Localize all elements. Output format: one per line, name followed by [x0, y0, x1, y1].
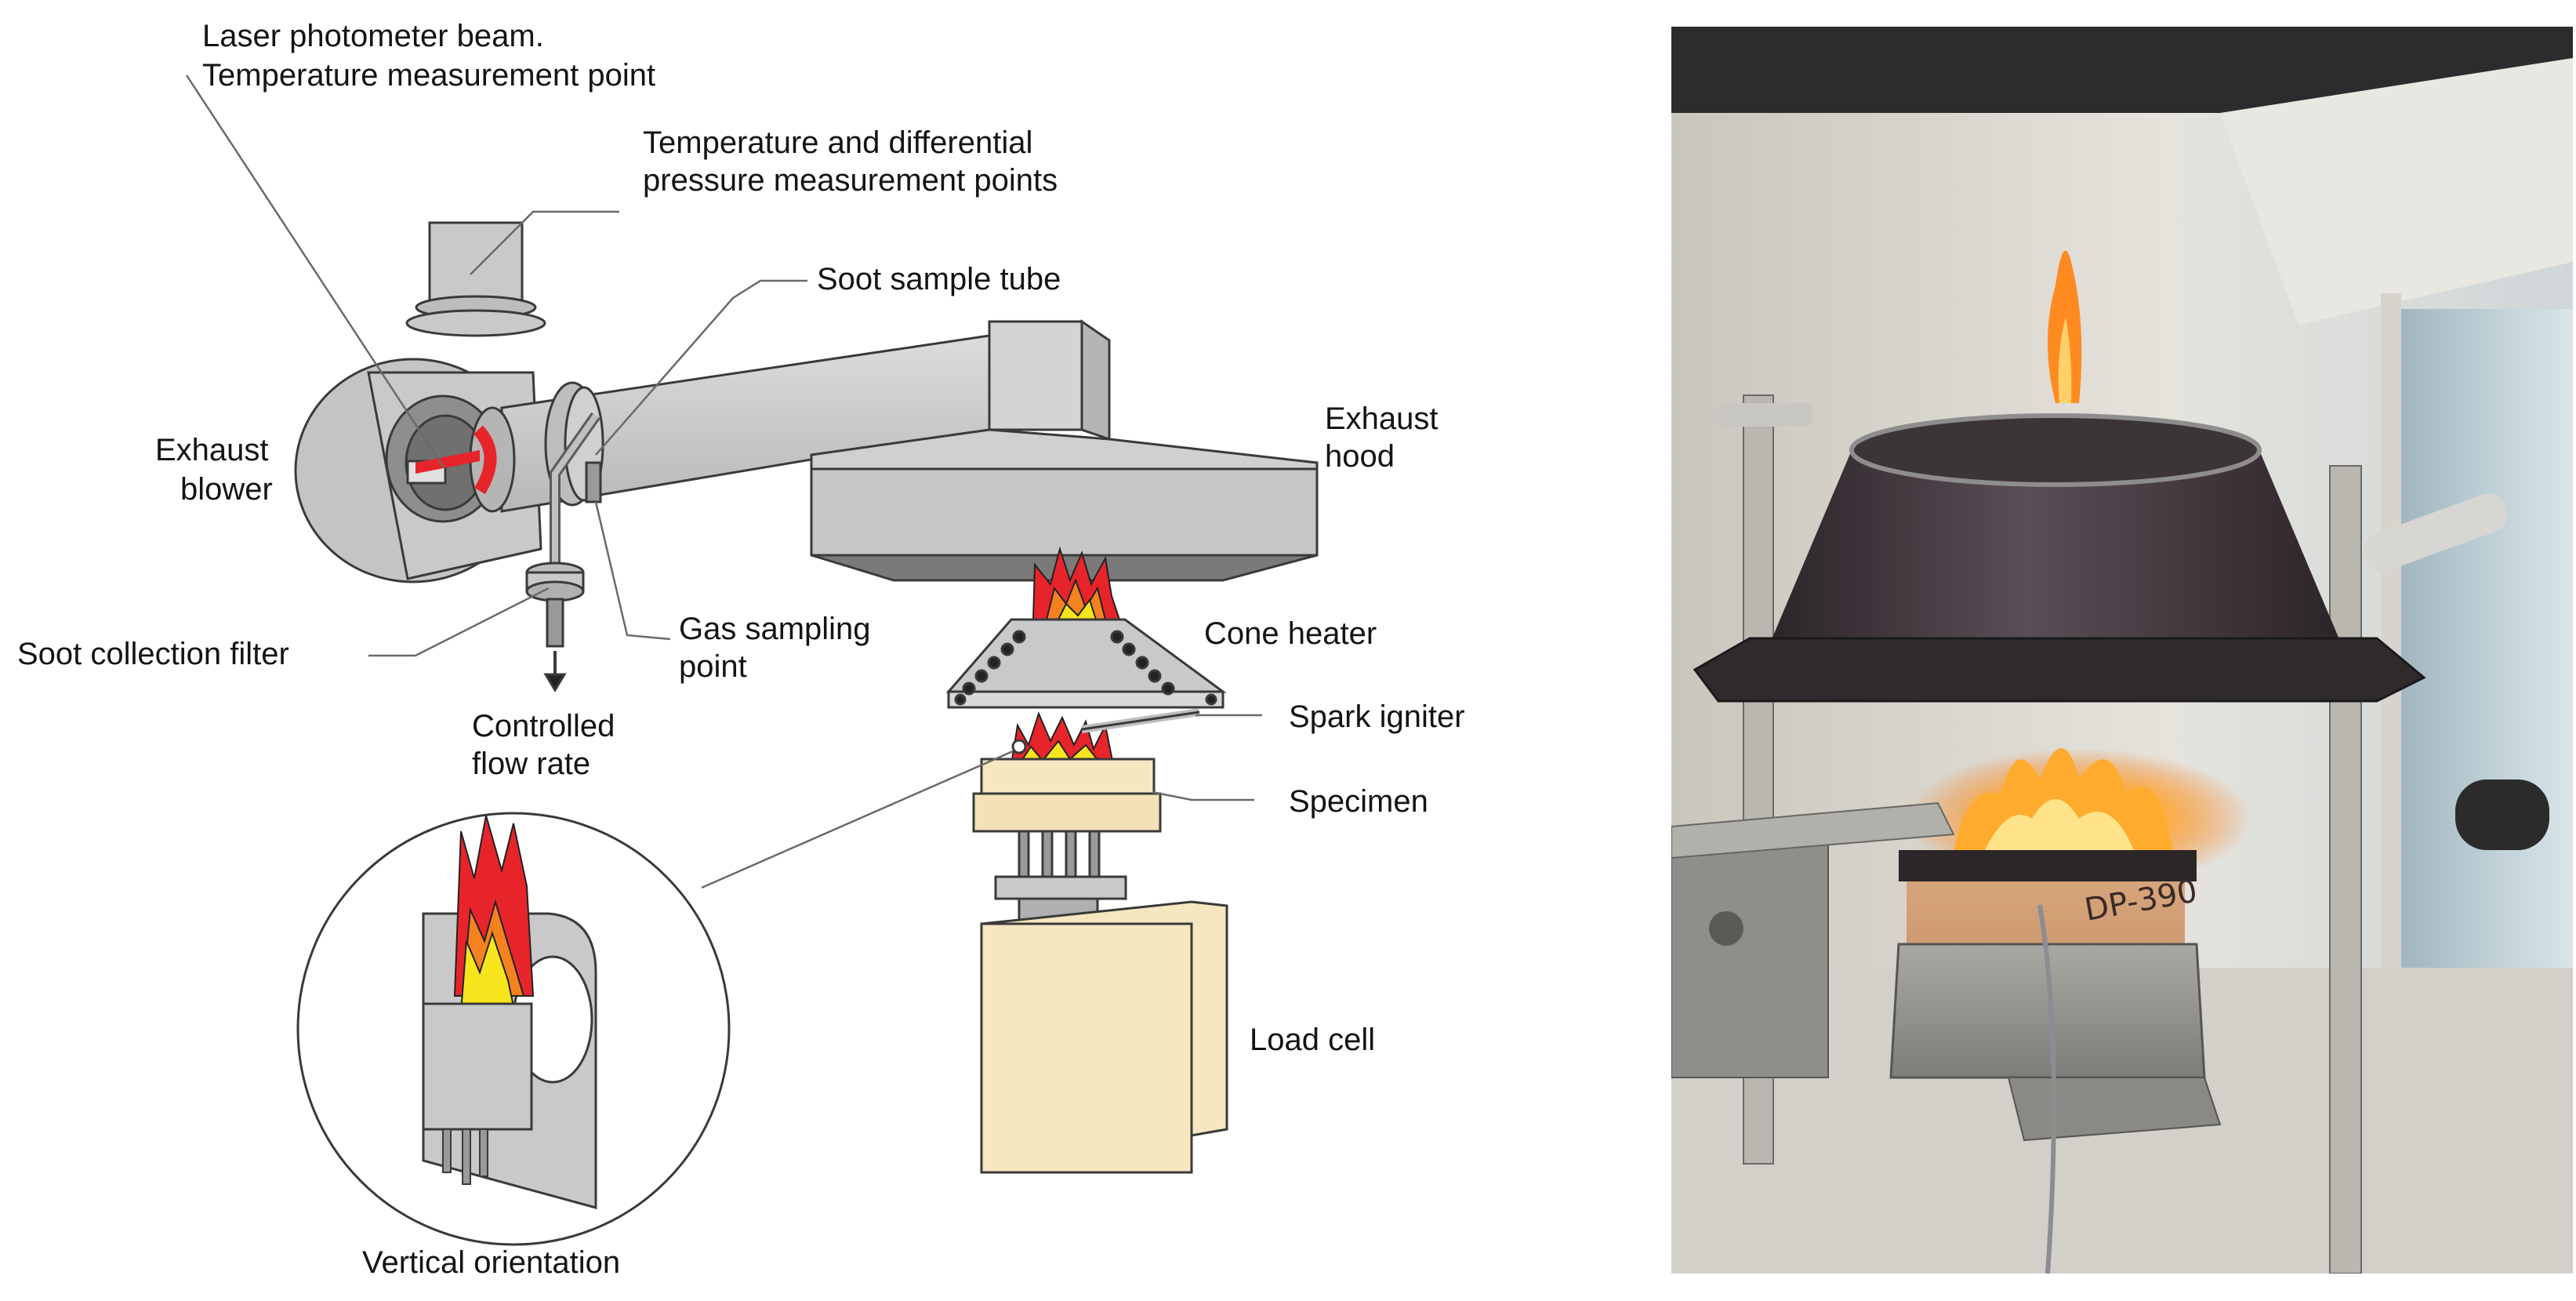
label-soot-tube: Soot sample tube [817, 262, 1061, 296]
photo-thermocouple-wire [2037, 904, 2056, 1274]
photo-cone-heater [1765, 450, 2346, 654]
label-spark-igniter: Spark igniter [1289, 700, 1465, 734]
label-exhaust-blower-line2: blower [180, 472, 273, 507]
exhaust-hood [810, 319, 1319, 582]
flame-specimen [1010, 711, 1115, 765]
cone-calorimeter-photo: DP-390 [1671, 27, 2573, 1274]
label-controlled-line2: flow rate [472, 747, 591, 781]
label-gas-point-line2: point [679, 649, 747, 684]
load-cell [980, 900, 1228, 1174]
laser-beam-marker [415, 425, 497, 495]
label-gas-point-line1: Gas sampling [679, 612, 871, 646]
exhaust-blower [294, 221, 546, 583]
label-exhaust-hood-line2: hood [1325, 439, 1395, 474]
window [2393, 309, 2573, 1093]
label-load-cell: Load cell [1250, 1023, 1376, 1057]
label-temp-point: Temperature measurement point [202, 58, 656, 93]
label-exhaust-hood-line1: Exhaust [1325, 402, 1439, 436]
label-temp-diff-line2: pressure measurement points [643, 163, 1058, 198]
label-controlled-line1: Controlled [472, 709, 615, 743]
soot-collection-filter [525, 561, 585, 692]
cone-heater [945, 618, 1227, 709]
label-laser-beam: Laser photometer beam. [202, 19, 544, 53]
label-exhaust-blower-line1: Exhaust [155, 433, 269, 467]
spark-igniter [1011, 708, 1200, 754]
leader-lines [185, 74, 1262, 889]
label-vertical-orientation: Vertical orientation [362, 1245, 621, 1280]
photo-char-layer [1899, 850, 2197, 881]
flame-top [1032, 546, 1121, 620]
soot-sample-tube [550, 412, 602, 565]
specimen [972, 758, 1162, 833]
label-soot-filter: Soot collection filter [17, 637, 289, 671]
label-temp-diff-line1: Temperature and differential [643, 125, 1033, 160]
label-specimen: Specimen [1289, 784, 1428, 819]
specimen-holder-stand [994, 830, 1127, 924]
label-cone-heater: Cone heater [1204, 616, 1377, 651]
vertical-orientation-inset [296, 812, 731, 1246]
